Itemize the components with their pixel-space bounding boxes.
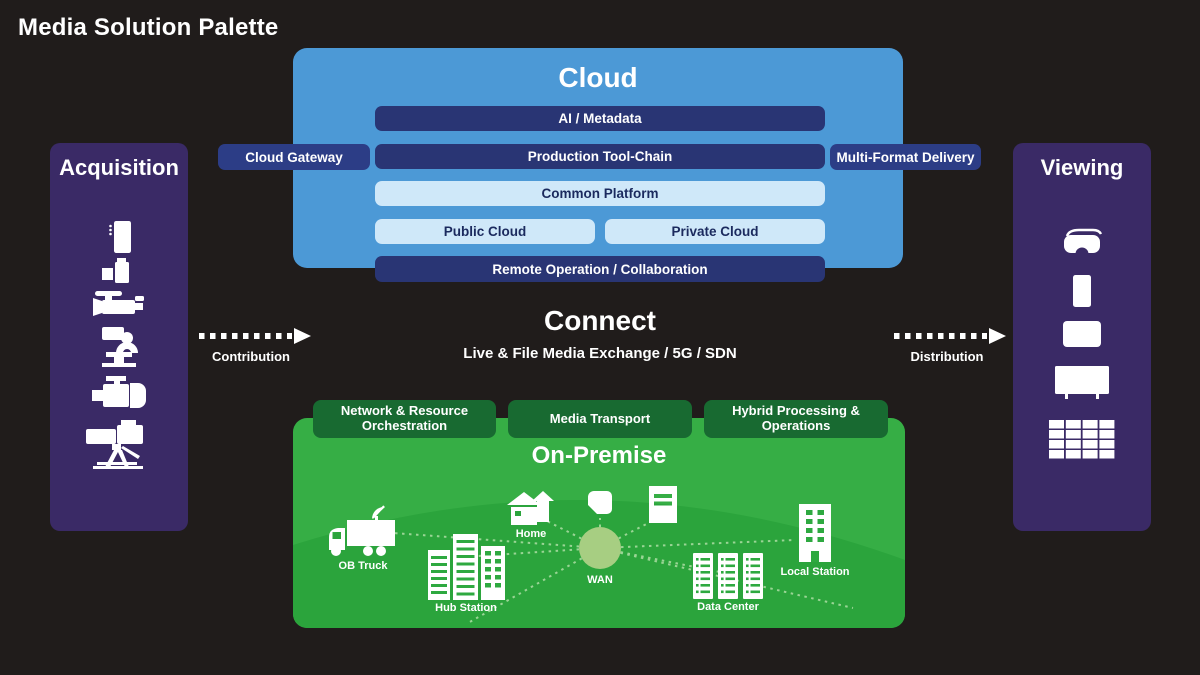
node-label: OB Truck: [338, 560, 388, 572]
bar-public-cloud: Public Cloud: [375, 219, 595, 244]
bar-production-tool-chain: Production Tool-Chain: [375, 144, 825, 169]
ob-truck-icon: [329, 505, 395, 556]
media-clip-icon: [587, 490, 613, 516]
cloud-panel: Cloud AI / Metadata Production Tool-Chai…: [293, 48, 903, 282]
bar-remote-operation: Remote Operation / Collaboration: [375, 256, 825, 282]
pill-media-transport: Media Transport: [508, 400, 692, 438]
contribution-arrow-icon: [197, 327, 313, 345]
video-wall-icon: [1013, 420, 1151, 460]
node-label: Hub Station: [435, 602, 497, 614]
multi-format-delivery-pill: Multi-Format Delivery: [830, 144, 981, 170]
vr-headset-icon: [1013, 228, 1151, 258]
on-premise-title: On-Premise: [531, 442, 667, 469]
node-ob-truck: OB Truck: [321, 504, 405, 572]
compact-camera-icon: [50, 257, 188, 285]
bar-common-platform: Common Platform: [375, 181, 825, 206]
bar-private-cloud: Private Cloud: [605, 219, 825, 244]
document-icon: [649, 486, 677, 523]
contribution-label: Contribution: [212, 349, 290, 364]
on-premise-panel: On-Premise OB Truck: [293, 418, 905, 628]
hub-station-icon: [428, 534, 505, 600]
local-station-icon: [799, 504, 831, 562]
distribution-arrow-icon: [892, 327, 1008, 345]
wan-label: WAN: [587, 574, 613, 586]
distribution-label: Distribution: [910, 349, 984, 364]
ptz-camera-icon: [50, 323, 188, 368]
tablet-icon: [1013, 320, 1151, 348]
pill-hybrid-processing-operations: Hybrid Processing & Operations: [704, 400, 888, 438]
connect-title: Connect: [544, 305, 656, 336]
smartphone-icon: [50, 219, 188, 255]
node-label: Home: [515, 528, 547, 540]
wan-circle: [579, 527, 621, 569]
node-data-center: Data Center: [692, 553, 764, 613]
page-title: Media Solution Palette: [18, 14, 279, 41]
home-icon: [507, 491, 554, 525]
node-label: Local Station: [780, 566, 850, 578]
acquisition-title: Acquisition: [59, 155, 179, 180]
cloud-gateway-pill: Cloud Gateway: [218, 144, 370, 170]
node-label: Data Center: [697, 601, 759, 613]
cinema-camera-icon: [50, 375, 188, 411]
studio-camera-icon: [50, 419, 188, 471]
viewing-panel: Viewing: [1013, 143, 1151, 531]
acquisition-panel: Acquisition: [50, 143, 188, 531]
viewing-title: Viewing: [1040, 155, 1124, 180]
connect-subtitle: Live & File Media Exchange / 5G / SDN: [463, 345, 737, 362]
smartphone-icon: [1013, 274, 1151, 308]
bar-ai-metadata: AI / Metadata: [375, 106, 825, 131]
node-hub-station: Hub Station: [426, 532, 506, 614]
node-home: Home: [505, 488, 557, 540]
tv-icon: [1013, 364, 1151, 400]
node-local-station: Local Station: [770, 504, 860, 578]
data-center-icon: [693, 553, 763, 599]
camcorder-icon: [50, 289, 188, 317]
cloud-title: Cloud: [558, 62, 638, 93]
pill-network-resource-orchestration: Network & Resource Orchestration: [313, 400, 496, 438]
